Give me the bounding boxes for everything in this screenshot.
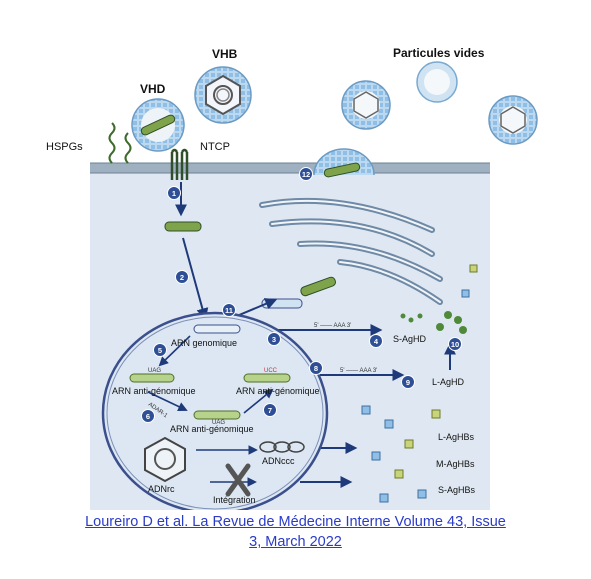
step-marker-4: 4 [369,334,383,348]
step-number: 3 [272,335,276,344]
label-integration: Intégration [213,495,256,505]
rnp-export [300,276,336,297]
label-m-aghbs: M-AgHBs [436,459,475,469]
label-vhb: VHB [212,47,238,61]
antigenomic-rna-1 [129,373,175,383]
label-arn-genomique: ARN genomique [171,338,237,348]
label-particules: Particules vides [393,46,485,60]
step-number: 9 [406,378,410,387]
citation-caption: Loureiro D et al. La Revue de Médecine I… [0,512,591,552]
label-vhd: VHD [140,82,166,96]
step-number: 1 [172,189,176,198]
step-marker-10: 10 [448,337,462,351]
hbs-antigens [361,264,478,503]
label-adnrc: ADNrc [148,484,175,494]
label-ntcp: NTCP [200,141,230,153]
empty-particles [341,61,538,145]
step-number: 7 [268,406,272,415]
step-number: 6 [146,412,150,421]
step-marker-5: 5 [153,343,167,357]
hbv-virion [194,66,252,124]
rcdna-capsid [144,436,186,483]
step-marker-8: 8 [309,361,323,375]
step-number: 10 [451,340,459,349]
citation-link[interactable]: Loureiro D et al. La Revue de Médecine I… [85,514,506,550]
hdv-hbv-life-cycle-diagram: VHB VHD Particules vides HSPGs NTCP ARN … [46,46,538,510]
hdv-virion [131,98,185,152]
label-uag-2: UAG [212,420,225,426]
step-marker-12: 12 [299,167,313,181]
step-marker-1: 1 [167,186,181,200]
step-number: 8 [314,364,318,373]
step-number: 12 [302,170,310,179]
label-arn-anti-3: ARN anti-génomique [170,424,254,434]
hdag-proteins [400,311,467,334]
label-l-aghd: L-AgHD [432,377,465,387]
label-uag-1: UAG [148,368,161,374]
step-number: 11 [225,306,233,315]
step-marker-6: 6 [141,409,155,423]
step-marker-7: 7 [263,403,277,417]
genomic-rna [193,324,241,334]
label-s-aghd: S-AgHD [393,334,427,344]
label-arn-anti-2: ARN anti-génomique [236,386,320,396]
step-number: 4 [374,337,379,346]
label-s-aghbs: S-AgHBs [438,485,476,495]
step-marker-9: 9 [401,375,415,389]
label-hspgs: HSPGs [46,141,83,153]
label-arn-anti-1: ARN anti-génomique [112,386,196,396]
step-marker-2: 2 [175,270,189,284]
label-ucc: UCC [264,368,278,374]
rnp-cytoplasm [164,221,202,232]
step-number: 5 [158,346,162,355]
label-aaa-2: 5' —— AAA 3' [340,368,377,374]
hspg-receptors [108,122,132,164]
label-aaa-1: 5' —— AAA 3' [314,323,351,329]
antigenomic-rna-3 [193,410,241,420]
budding-hdv [313,148,375,178]
step-number: 2 [180,273,184,282]
citation-line-1: Loureiro D et al. La Revue de Médecine I… [85,514,506,530]
citation-line-2: 3, March 2022 [249,534,342,550]
antigenomic-rna-2 [243,373,291,383]
cell-membrane [90,163,490,173]
step-marker-3: 3 [267,332,281,346]
ntcp-receptor [170,148,189,180]
label-l-aghbs: L-AgHBs [438,432,475,442]
label-adnccc: ADNccc [262,456,295,466]
chromosome-icon [225,463,251,497]
arrow-to-nucleus [182,237,209,321]
cccdna [259,441,305,453]
step-marker-11: 11 [222,303,236,317]
